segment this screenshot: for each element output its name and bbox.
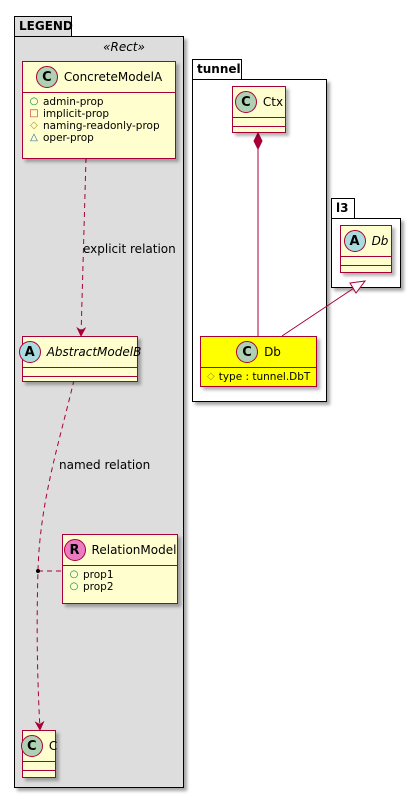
class-abstract-model-b[interactable]: A AbstractModelB [18, 336, 141, 382]
class-badge-icon: A [18, 341, 41, 363]
class-l3-db[interactable]: A Db [340, 225, 392, 273]
class-name: Ctx [262, 95, 284, 109]
named-relation-label: named relation [59, 458, 151, 472]
attribute-row: ○ prop1 [69, 569, 171, 581]
attribute-row: ○ prop2 [69, 581, 171, 593]
tunnel-package-tab: tunnel [192, 59, 242, 79]
association-point [36, 569, 40, 573]
class-badge-icon: A [343, 230, 366, 252]
legend-stereotype: «Rect» [103, 40, 145, 54]
attribute-row: ◇ type : tunnel.DbT [207, 371, 310, 383]
class-concrete-model-a[interactable]: C ConcreteModelA ○ admin-prop □ implicit… [22, 61, 176, 159]
legend-package [14, 36, 184, 788]
attribute-row: □ implicit-prop [29, 108, 169, 120]
class-name: Db [264, 345, 281, 359]
generalization-arrowhead [349, 280, 367, 294]
attribute-name: admin-prop [43, 96, 104, 108]
generalization-line [281, 285, 358, 337]
attribute-row: ○ admin-prop [29, 96, 169, 108]
l3-package-tab: l3 [331, 198, 355, 218]
attribute-row: ◇ naming-readonly-prop [29, 120, 169, 132]
class-badge-icon: C [234, 91, 257, 113]
attribute-name: prop1 [83, 569, 114, 581]
class-relation-model[interactable]: R RelationModel ○ prop1 ○ prop2 [62, 534, 178, 604]
private-visibility-icon: □ [29, 108, 39, 119]
explicit-relation-label: explicit relation [83, 242, 176, 256]
public-visibility-icon: ○ [69, 581, 79, 592]
composition-diamond [253, 131, 263, 151]
class-name: Db [371, 234, 389, 248]
class-badge-icon: C [20, 735, 43, 757]
attribute-name: implicit-prop [43, 108, 110, 120]
class-badge-icon: C [236, 341, 259, 363]
legend-package-tab: LEGEND [14, 16, 73, 36]
protected-visibility-icon: ◇ [207, 371, 215, 382]
class-name: C [48, 739, 58, 753]
package-visibility-icon: △ [30, 132, 38, 143]
attribute-name: type : tunnel.DbT [218, 371, 311, 383]
attribute-row: △ oper-prop [29, 132, 169, 144]
class-badge-icon: C [35, 66, 58, 88]
protected-visibility-icon: ◇ [30, 120, 38, 131]
attribute-name: oper-prop [43, 132, 94, 144]
class-name: AbstractModelB [46, 345, 142, 359]
attribute-name: prop2 [83, 581, 114, 593]
attribute-name: naming-readonly-prop [43, 120, 160, 132]
public-visibility-icon: ○ [29, 96, 39, 107]
explicit-relation-line [76, 157, 87, 337]
class-tunnel-db[interactable]: C Db ◇ type : tunnel.DbT [200, 336, 317, 387]
class-c[interactable]: C C [20, 730, 58, 778]
class-name: RelationModel [91, 543, 177, 557]
class-ctx[interactable]: C Ctx [232, 86, 286, 133]
class-badge-icon: R [63, 539, 86, 561]
class-name: ConcreteModelA [63, 70, 163, 84]
public-visibility-icon: ○ [69, 569, 79, 580]
